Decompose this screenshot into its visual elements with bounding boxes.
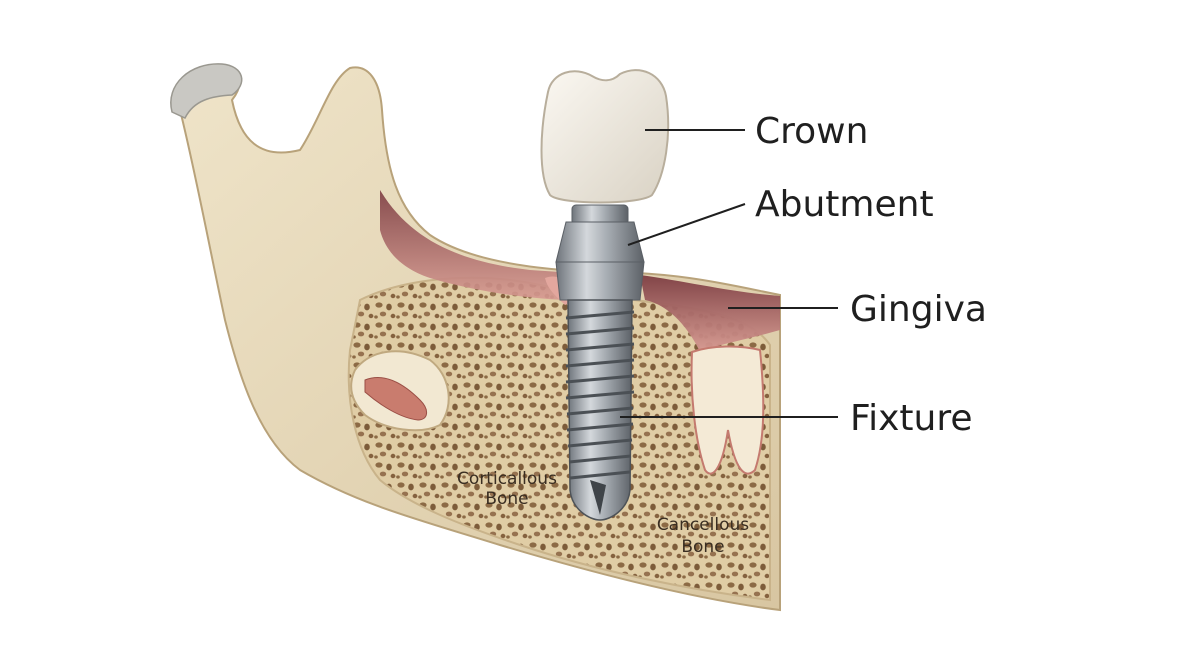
corticallous-bone-label-line2: Bone xyxy=(485,489,528,509)
corticallous-bone-label-line1: Corticallous xyxy=(457,469,557,489)
nerve-vessel xyxy=(364,377,427,421)
fixture-label: Fixture xyxy=(850,398,972,439)
gingiva-label: Gingiva xyxy=(850,289,987,330)
abutment-collar xyxy=(555,261,645,301)
cancellous-bone-label-line2: Bone xyxy=(681,537,724,557)
crown-label: Crown xyxy=(755,111,868,152)
abutment-body xyxy=(555,221,645,263)
adjacent-tooth-root xyxy=(690,345,765,475)
abutment-label: Abutment xyxy=(755,184,934,225)
gingiva-tissue xyxy=(380,190,565,300)
gingiva-right xyxy=(640,275,780,352)
condyle xyxy=(170,63,243,119)
abutment-leader xyxy=(627,203,746,246)
cancellous-bone-label-line1: Cancellous xyxy=(657,515,749,535)
fixture-screw xyxy=(565,299,635,521)
crown-shape xyxy=(540,69,670,204)
